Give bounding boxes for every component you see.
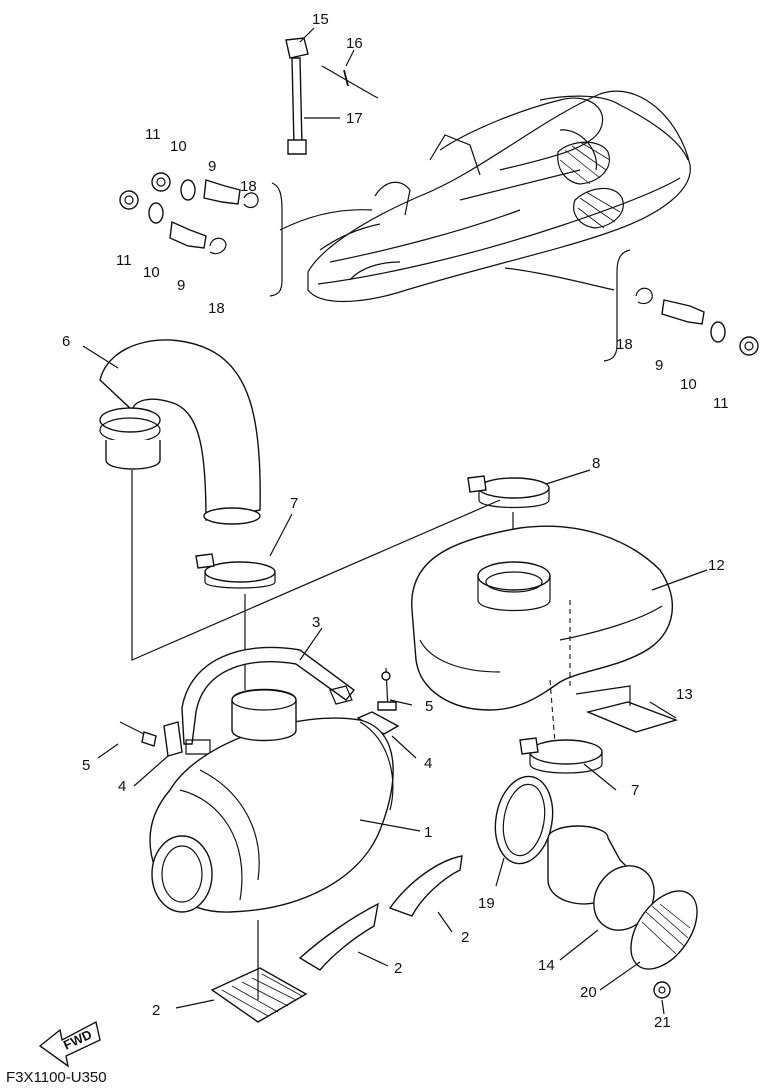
leader-arrow-right bbox=[504, 267, 615, 291]
part-5-pin-left bbox=[119, 721, 157, 747]
callout-10-right: 10 bbox=[680, 376, 697, 393]
watercraft-hull bbox=[307, 90, 691, 303]
callout-10-top: 10 bbox=[170, 138, 187, 155]
callout-19: 19 bbox=[478, 895, 495, 912]
part-2-pad-right bbox=[388, 855, 463, 917]
callout-20: 20 bbox=[580, 984, 597, 1001]
callout-2-middle: 2 bbox=[394, 960, 402, 977]
callout-5-right: 5 bbox=[425, 698, 433, 715]
callout-9-left: 9 bbox=[177, 277, 185, 294]
figure-code: F3X1100-U350 bbox=[6, 1069, 107, 1086]
fittings-left bbox=[119, 172, 259, 255]
callout-15: 15 bbox=[312, 11, 329, 28]
callout-11-top: 11 bbox=[145, 126, 161, 143]
part-7-clamp-lower bbox=[519, 737, 603, 774]
part-19-ring bbox=[494, 775, 554, 865]
callout-8: 8 bbox=[592, 455, 600, 472]
part-5-pin-right bbox=[377, 667, 397, 711]
callout-11-left: 11 bbox=[116, 252, 132, 269]
fwd-arrow-icon: FWD bbox=[38, 1020, 101, 1068]
callout-leaders bbox=[82, 27, 708, 1015]
callout-7-lower: 7 bbox=[631, 782, 639, 799]
part-20-screen bbox=[630, 890, 698, 970]
callout-numbers: 15 16 17 11 10 9 18 11 10 9 18 18 9 10 1… bbox=[6, 11, 729, 1086]
callout-14: 14 bbox=[538, 957, 555, 974]
part-7-clamp-upper bbox=[195, 553, 276, 589]
callout-13: 13 bbox=[676, 686, 693, 703]
connector-line-6 bbox=[131, 470, 501, 661]
callout-6: 6 bbox=[62, 333, 70, 350]
callout-7-upper: 7 bbox=[290, 495, 298, 512]
callout-1: 1 bbox=[424, 824, 432, 841]
intake-duct-nets bbox=[557, 141, 624, 229]
bracket-left bbox=[269, 182, 283, 297]
bracket-right bbox=[603, 249, 631, 362]
part-8-clamp bbox=[467, 475, 550, 509]
leader-arrow-left bbox=[279, 209, 373, 231]
fittings-right bbox=[635, 287, 759, 356]
callout-16: 16 bbox=[346, 35, 363, 52]
callout-5-left: 5 bbox=[82, 757, 90, 774]
callout-2-bottom: 2 bbox=[152, 1002, 160, 1019]
callout-2-right: 2 bbox=[461, 929, 469, 946]
part-13-pad bbox=[575, 685, 679, 733]
callout-4-right: 4 bbox=[424, 755, 432, 772]
callout-18-left: 18 bbox=[208, 300, 225, 317]
callout-18-right: 18 bbox=[616, 336, 633, 353]
part-4-bracket-left bbox=[163, 721, 183, 757]
part-12-resonator bbox=[411, 525, 674, 757]
callout-3: 3 bbox=[312, 614, 320, 631]
callout-10-left: 10 bbox=[143, 264, 160, 281]
part-21-nut bbox=[653, 981, 671, 999]
clip-and-tie bbox=[285, 37, 379, 155]
part-14-elbow bbox=[547, 825, 655, 931]
callout-9-top: 9 bbox=[208, 158, 216, 175]
callout-11-right: 11 bbox=[713, 395, 729, 412]
callout-17: 17 bbox=[346, 110, 363, 127]
callout-4-left: 4 bbox=[118, 778, 126, 795]
callout-21: 21 bbox=[654, 1014, 671, 1031]
part-1-airbox bbox=[149, 688, 394, 913]
callout-18-top: 18 bbox=[240, 178, 257, 195]
callout-12: 12 bbox=[708, 557, 725, 574]
callout-9-right: 9 bbox=[655, 357, 663, 374]
part-2-pad-bottom bbox=[210, 967, 308, 1023]
part-2-pad-middle bbox=[298, 902, 379, 971]
part-6-intake-pipe bbox=[99, 339, 261, 525]
